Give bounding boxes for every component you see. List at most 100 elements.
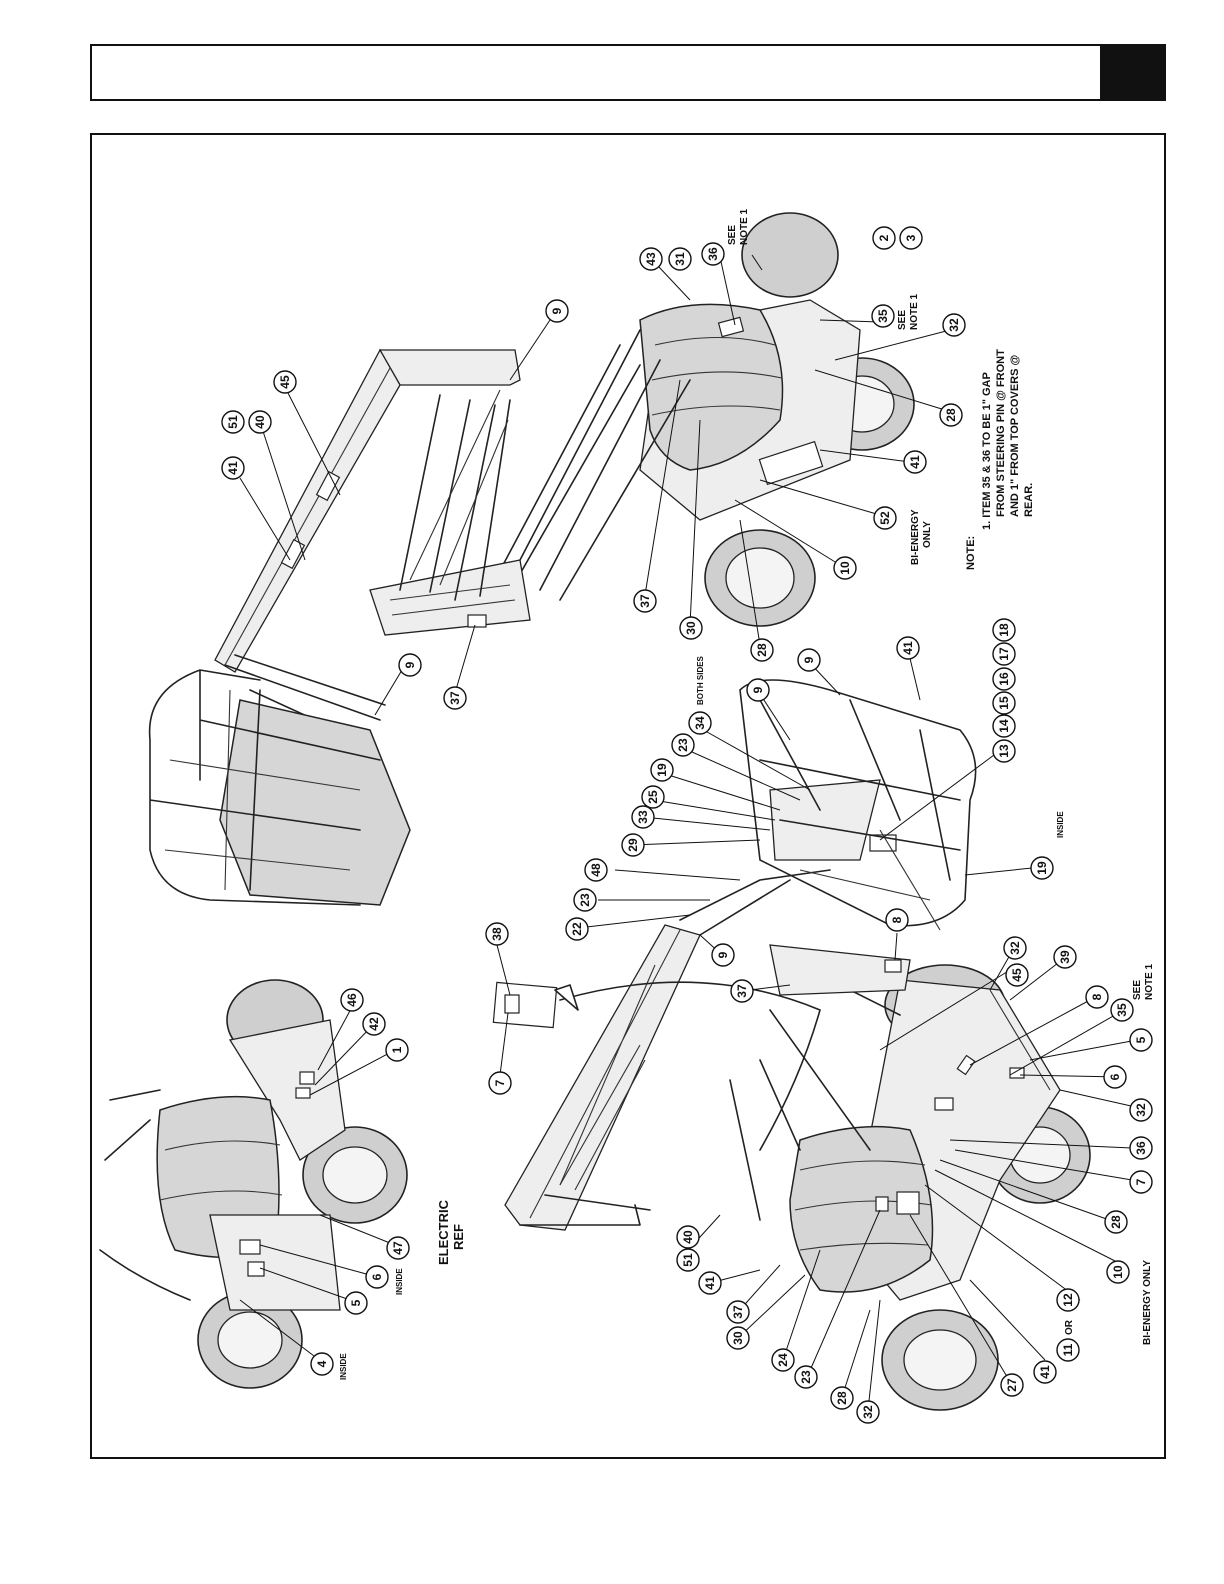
callout-23: 23: [671, 733, 695, 757]
turntable-hood-bottom: [789, 1125, 934, 1293]
inside-label-6: INSIDE: [395, 1268, 404, 1295]
callout-47: 47: [386, 1236, 410, 1260]
electric-label-line2: REF: [451, 1224, 466, 1250]
callout-23: 23: [573, 888, 597, 912]
turret-base-top: [369, 559, 531, 636]
leader-lines: [239, 247, 1141, 1411]
callout-51: 51: [676, 1248, 700, 1272]
callout-27: 27: [1000, 1373, 1024, 1397]
svg-text:45: 45: [1010, 968, 1024, 982]
callout-9: 9: [398, 653, 422, 677]
svg-text:4: 4: [315, 1360, 329, 1367]
svg-text:9: 9: [802, 656, 816, 663]
header-bar: [90, 44, 1166, 101]
callout-41: 41: [896, 636, 920, 660]
curved-arrow: [559, 981, 821, 1151]
svg-text:11: 11: [1061, 1343, 1075, 1356]
callout-19: 19: [1030, 856, 1054, 880]
turntable-hood-top: [639, 303, 784, 471]
callout-9: 9: [797, 648, 821, 672]
svg-text:2: 2: [877, 234, 891, 241]
svg-text:3: 3: [904, 234, 918, 241]
callout-30: 30: [726, 1326, 750, 1350]
see-note-35-line2: NOTE 1: [909, 293, 920, 330]
svg-text:12: 12: [1061, 1293, 1075, 1307]
callout-45: 45: [1005, 963, 1029, 987]
note-block: NOTE: 1. ITEM 35 & 36 TO BE 1" GAP FROM …: [965, 349, 1035, 570]
callout-9: 9: [746, 678, 770, 702]
header-tab: [1100, 46, 1164, 99]
svg-text:32: 32: [947, 318, 961, 332]
callout-39: 39: [1053, 945, 1077, 969]
svg-text:29: 29: [626, 838, 640, 852]
callout-41: 41: [1033, 1360, 1057, 1384]
svg-text:32: 32: [861, 1405, 875, 1419]
callout-37: 37: [443, 686, 467, 710]
callout-37: 37: [633, 589, 657, 613]
svg-text:17: 17: [997, 647, 1011, 661]
callout-31: 31: [668, 247, 692, 271]
inside-label-19: INSIDE: [1056, 811, 1065, 838]
svg-text:32: 32: [1134, 1103, 1148, 1117]
callout-22: 22: [565, 917, 589, 941]
callout-6: 6: [1103, 1065, 1127, 1089]
callout-48: 48: [584, 858, 608, 882]
callout-9: 9: [711, 943, 735, 967]
callout-40: 40: [676, 1225, 700, 1249]
callout-41: 41: [903, 450, 927, 474]
svg-text:14: 14: [997, 719, 1011, 733]
callout-32: 32: [1003, 936, 1027, 960]
decal-sheet: [492, 981, 558, 1029]
svg-text:5: 5: [349, 1299, 363, 1306]
svg-text:32: 32: [1008, 941, 1022, 955]
see-note-right-line2: NOTE 1: [1144, 963, 1155, 1000]
svg-text:45: 45: [278, 375, 292, 389]
svg-text:1: 1: [390, 1046, 404, 1053]
svg-text:51: 51: [681, 1253, 695, 1267]
svg-text:38: 38: [490, 927, 504, 941]
drawing-frame: [90, 133, 1166, 1459]
callout-15: 15: [992, 691, 1016, 715]
svg-text:10: 10: [838, 561, 852, 575]
callout-8: 8: [885, 908, 909, 932]
callout-38: 38: [485, 922, 509, 946]
callout-32: 32: [856, 1400, 880, 1424]
callout-2: 2: [872, 226, 896, 250]
callout-1: 1: [385, 1038, 409, 1062]
callout-7: 7: [488, 1071, 512, 1095]
svg-text:36: 36: [1134, 1141, 1148, 1155]
svg-text:5: 5: [1134, 1036, 1148, 1043]
svg-text:19: 19: [1035, 861, 1049, 875]
svg-text:35: 35: [876, 309, 890, 323]
svg-text:41: 41: [908, 455, 922, 469]
svg-text:37: 37: [638, 594, 652, 608]
svg-text:7: 7: [1134, 1178, 1148, 1185]
callout-32: 32: [942, 313, 966, 337]
callout-41: 41: [221, 456, 245, 480]
svg-text:9: 9: [550, 307, 564, 314]
upper-boom-bottom: [504, 924, 701, 1231]
inside-label-4: INSIDE: [339, 1353, 348, 1380]
callout-42: 42: [362, 1012, 386, 1036]
svg-text:30: 30: [731, 1331, 745, 1345]
callout-14: 14: [992, 714, 1016, 738]
svg-text:39: 39: [1058, 950, 1072, 964]
callout-28: 28: [830, 1386, 854, 1410]
svg-text:23: 23: [578, 893, 592, 907]
upper-boom-head: [378, 349, 521, 386]
svg-text:37: 37: [448, 691, 462, 705]
note-line-1: 1. ITEM 35 & 36 TO BE 1" GAP: [981, 372, 993, 530]
note-line-4: REAR.: [1023, 483, 1035, 517]
callout-35: 35: [871, 304, 895, 328]
callout-36: 36: [1129, 1136, 1153, 1160]
svg-text:51: 51: [226, 415, 240, 429]
svg-text:41: 41: [703, 1276, 717, 1290]
callout-36: 36: [701, 242, 725, 266]
callout-18: 18: [992, 618, 1016, 642]
svg-text:9: 9: [403, 661, 417, 668]
callout-25: 25: [641, 785, 665, 809]
machine-top-view: [148, 212, 915, 906]
tire-top-rear: [741, 212, 839, 298]
callout-46: 46: [340, 988, 364, 1012]
